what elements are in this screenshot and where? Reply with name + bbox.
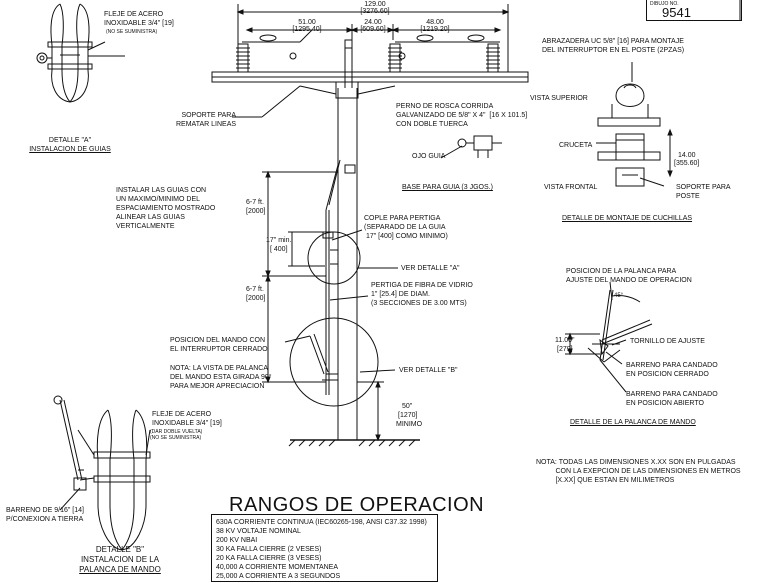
rango-item: 630A CORRIENTE CONTINUA (IEC60265-198, A… — [216, 519, 427, 526]
palanca-posicion-label: POSICION DE LA PALANCA PARA AJUSTE DEL M… — [566, 268, 692, 284]
ground-dim-mm: [1270] — [398, 412, 418, 419]
ver-detalle-a-label: VER DETALLE "A" — [401, 265, 460, 272]
detalle-a-subtitle: INSTALACION DE GUIAS — [29, 146, 111, 153]
rango-item: 25,000 A CORRIENTE A 3 SEGUNDOS — [216, 573, 341, 580]
nota-palanca: NOTA: LA VISTA DE PALANCA DEL MANDO ESTA… — [170, 365, 272, 390]
lower-span-dim: 6-7 ft. — [246, 286, 264, 293]
rango-item: 20 KA FALLA CIERRE (3 VESES) — [216, 555, 322, 562]
soporte-poste-label: SOPORTE PARA POSTE — [676, 184, 731, 200]
base-guia-label: BASE PARA GUIA (3 JGOS.) — [402, 184, 493, 191]
rangos-list: 630A CORRIENTE CONTINUA (IEC60265-198, A… — [216, 518, 427, 581]
dim-seg1-mm: [1295.40] — [292, 26, 322, 33]
montaje-title: DETALLE DE MONTAJE DE CUCHILLAS — [562, 215, 693, 222]
rango-item: 40,000 A CORRIENTE MOMENTANEA — [216, 564, 339, 571]
palanca-dim: 11.00" — [555, 337, 575, 344]
detalle-b-drawing — [53, 395, 151, 551]
nota-dimensiones: NOTA: TODAS LAS DIMENSIONES X.XX SON EN … — [536, 459, 741, 484]
posicion-mando-label: POSICION DEL MANDO CON EL INTERRUPTOR CE… — [170, 337, 268, 353]
guide-min-dim-mm: [ 400] — [270, 246, 288, 253]
ver-detalle-b-label: VER DETALLE "B" — [399, 367, 458, 374]
drawing-number-box — [646, 0, 742, 21]
tornillo-label: TORNILLO DE AJUSTE — [630, 338, 705, 345]
detalle-a-fleje: FLEJE DE ACERO INOXIDABLE 3/4" [19] — [104, 11, 174, 27]
instalar-guias-note: INSTALAR LAS GUIAS CON UN MAXIMO/MINIMO … — [116, 187, 216, 230]
dim-overall: 129.00 — [364, 1, 386, 8]
operating-rod — [289, 159, 379, 407]
main-pole — [337, 39, 358, 440]
dim-seg1: 51.00 — [298, 19, 316, 26]
montaje-dim-mm: [355.60] — [674, 160, 700, 167]
abrazadera-label: ABRAZADERA UC 5/8" [16] PARA MONTAJE DEL… — [542, 38, 685, 54]
base-guia-drawing — [440, 135, 502, 159]
ojo-guia-label: OJO GUIA — [412, 153, 446, 160]
drawing-number-label: DIBUJO NO. — [650, 1, 679, 7]
crossarm — [211, 71, 529, 99]
pole-dimensions — [262, 170, 384, 442]
detalle-a-title: DETALLE "A" — [48, 137, 92, 144]
ground-dim-label: MINIMO — [396, 421, 423, 428]
detalle-b-fleje: FLEJE DE ACERO INOXIDABLE 3/4" [19] — [152, 411, 222, 427]
pertiga-label: PERTIGA DE FIBRA DE VIDRIO 1" [25.4] DE … — [371, 282, 473, 307]
dim-overall-mm: [3276.60] — [360, 8, 390, 15]
rangos-box — [211, 514, 438, 582]
palanca-drawing — [565, 281, 653, 393]
guide-min-dim: 17" min. — [266, 237, 292, 244]
rango-item: 200 KV NBAI — [216, 537, 258, 544]
detalle-b-title: DETALLE "B" INSTALACION DE LA — [80, 545, 160, 564]
dim-seg3: 48.00 — [426, 19, 444, 26]
ground-line — [288, 439, 420, 447]
barreno-abierto-label: BARRENO PARA CANDADO EN POSICION ABIERTO — [626, 391, 718, 407]
switch-insulators — [236, 29, 500, 73]
vista-frontal-label: VISTA FRONTAL — [544, 184, 598, 191]
palanca-angle: 45° — [614, 293, 624, 299]
detalle-b-subtitle: PALANCA DE MANDO — [79, 565, 161, 574]
cruceta-label: CRUCETA — [559, 142, 593, 149]
detalle-b-barreno: BARRENO DE 9/16" [14] P/CONEXION A TIERR… — [6, 507, 84, 523]
lower-span-dim-mm: [2000] — [246, 295, 266, 302]
detalle-b-doble-vuelta: (DAR DOBLE VUELTA) (NO SE SUMINISTRA) — [150, 429, 203, 441]
perno-label: PERNO DE ROSCA CORRIDA GALVANIZADO DE 5/… — [396, 103, 528, 128]
cople-label: COPLE PARA PERTIGA (SEPARADO DE LA GUIA … — [364, 215, 448, 240]
montaje-drawing — [596, 62, 673, 187]
soporte-rematar-label: SOPORTE PARA REMATAR LINEAS — [176, 112, 237, 128]
drawing-number: 9541 — [662, 5, 691, 20]
rango-item: 38 KV VOLTAJE NOMINAL — [216, 528, 301, 535]
dim-seg3-mm: [1219.20] — [420, 26, 450, 33]
rangos-title: RANGOS DE OPERACION — [229, 494, 485, 516]
ground-dim: 50" — [402, 403, 413, 410]
detalle-a-drawing — [36, 3, 125, 103]
vista-superior-label: VISTA SUPERIOR — [530, 95, 588, 102]
top-dimensions — [236, 4, 510, 72]
dim-seg2-mm: [609.60] — [360, 26, 386, 33]
dim-seg2: 24.00 — [364, 19, 382, 26]
upper-span-dim: 6-7 ft. — [246, 199, 264, 206]
upper-span-dim-mm: [2000] — [246, 208, 266, 215]
barreno-cerrado-label: BARRENO PARA CANDADO EN POSICION CERRADO — [626, 362, 718, 378]
leader-lines — [232, 85, 398, 373]
palanca-title: DETALLE DE LA PALANCA DE MANDO — [570, 419, 696, 426]
detalle-a-no-suministra: (NO SE SUMINISTRA) — [106, 29, 158, 35]
rango-item: 30 KA FALLA CIERRE (2 VESES) — [216, 546, 322, 553]
montaje-dim: 14.00 — [678, 152, 696, 159]
palanca-dim-mm: [279] — [557, 346, 573, 353]
